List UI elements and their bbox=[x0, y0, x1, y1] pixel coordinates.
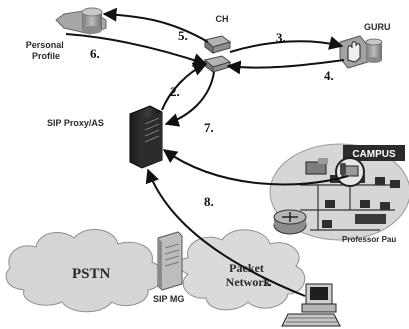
step-label-8: 8. bbox=[204, 194, 214, 209]
pstn-cloud: PSTN bbox=[5, 229, 163, 313]
arrow-step-7 bbox=[164, 71, 215, 127]
campus-label: CAMPUS bbox=[352, 149, 396, 160]
sip-mg-label: SIP MG bbox=[153, 294, 184, 304]
personal-profile-database-icon bbox=[55, 7, 107, 35]
guru-service-icon bbox=[339, 35, 383, 69]
packet-network-line2: Network bbox=[226, 275, 271, 289]
sip-proxy-label: SIP Proxy/AS bbox=[47, 118, 104, 128]
arrow-step-8 bbox=[162, 149, 349, 186]
router-icon bbox=[273, 209, 307, 235]
arrow-step-6 bbox=[65, 33, 208, 67]
personal-profile-line1: Personal bbox=[26, 40, 64, 50]
sip-mg-server-icon: SIP MG bbox=[153, 231, 184, 304]
user-computer-icon bbox=[281, 283, 341, 327]
arrow-step-1 bbox=[145, 168, 306, 297]
campus-phones-icon bbox=[305, 158, 386, 224]
signalling-arrows bbox=[65, 7, 349, 297]
arrow-step-2 bbox=[161, 62, 208, 111]
pstn-label: PSTN bbox=[72, 266, 111, 282]
campus-label-bg bbox=[343, 145, 405, 161]
sip-proxy-server-icon bbox=[129, 105, 163, 169]
arrow-step-5 bbox=[102, 7, 209, 43]
personal-profile-line2: Profile bbox=[32, 51, 60, 61]
ch-label: CH bbox=[216, 14, 229, 24]
arrow-step-3 bbox=[229, 36, 344, 53]
step-label-2: 2. bbox=[170, 84, 180, 99]
step-label-1: 1. bbox=[262, 274, 272, 289]
step-label-3: 3. bbox=[276, 30, 286, 45]
step-label-5: 5. bbox=[178, 28, 188, 43]
guru-label: GURU bbox=[364, 22, 391, 32]
packet-network-cloud: Packet Network bbox=[179, 229, 306, 311]
step-label-6: 6. bbox=[90, 46, 100, 61]
personal-profile-label: Personal Profile bbox=[26, 40, 67, 61]
professor-ip-phone-icon bbox=[335, 157, 365, 187]
arrow-step-4 bbox=[226, 59, 345, 75]
ch-switch-icon bbox=[203, 35, 232, 73]
professor-label: Professor Pau bbox=[342, 235, 396, 244]
step-label-7: 7. bbox=[204, 120, 214, 135]
step-label-4: 4. bbox=[324, 68, 334, 83]
